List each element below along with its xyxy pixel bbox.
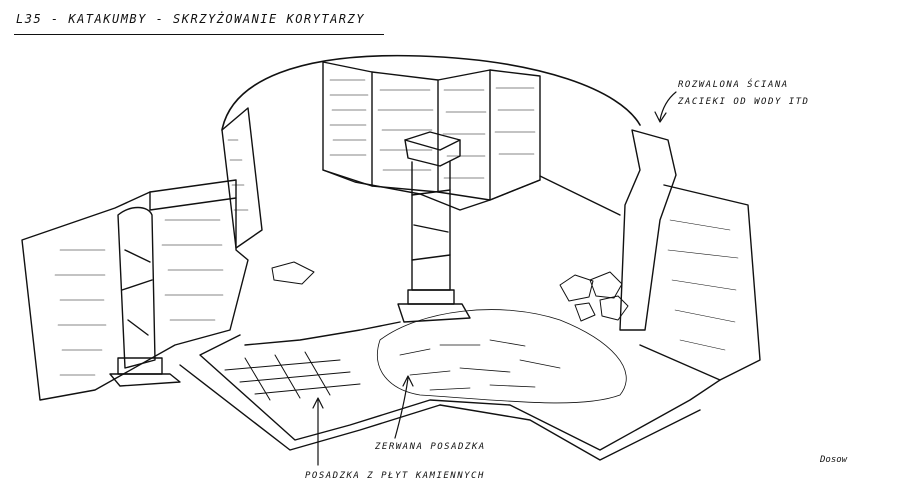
left-wall	[21, 107, 263, 401]
vault-outline	[221, 54, 641, 131]
note-torn-floor: ZERWANA POSADZKA	[375, 442, 486, 452]
back-wall	[322, 61, 541, 211]
arrow-torn-floor	[394, 377, 409, 439]
pointer-arrows	[312, 91, 677, 466]
stone-plate-grid	[224, 351, 361, 401]
rubble-pile	[271, 261, 629, 322]
note-collapsed-wall-line2: ZACIEKI OD WODY ITD	[678, 97, 810, 107]
arrow-collapsed-wall	[659, 91, 677, 121]
floor	[179, 321, 721, 461]
torn-floor-area	[377, 309, 627, 404]
sheet-title: L35 - KATAKUMBY - SKRZYŻOWANIE KORYTARZY	[16, 12, 365, 26]
note-collapsed-wall-line1: ROZWALONA ŚCIANA	[678, 80, 789, 90]
note-stone-plate-floor: POSADZKA Z PŁYT KAMIENNYCH	[305, 471, 485, 481]
artist-signature: Dosow	[820, 455, 848, 465]
title-underline	[14, 34, 384, 35]
central-pillar	[397, 131, 471, 323]
collapsed-wall	[539, 129, 761, 381]
left-pillar	[109, 206, 181, 387]
